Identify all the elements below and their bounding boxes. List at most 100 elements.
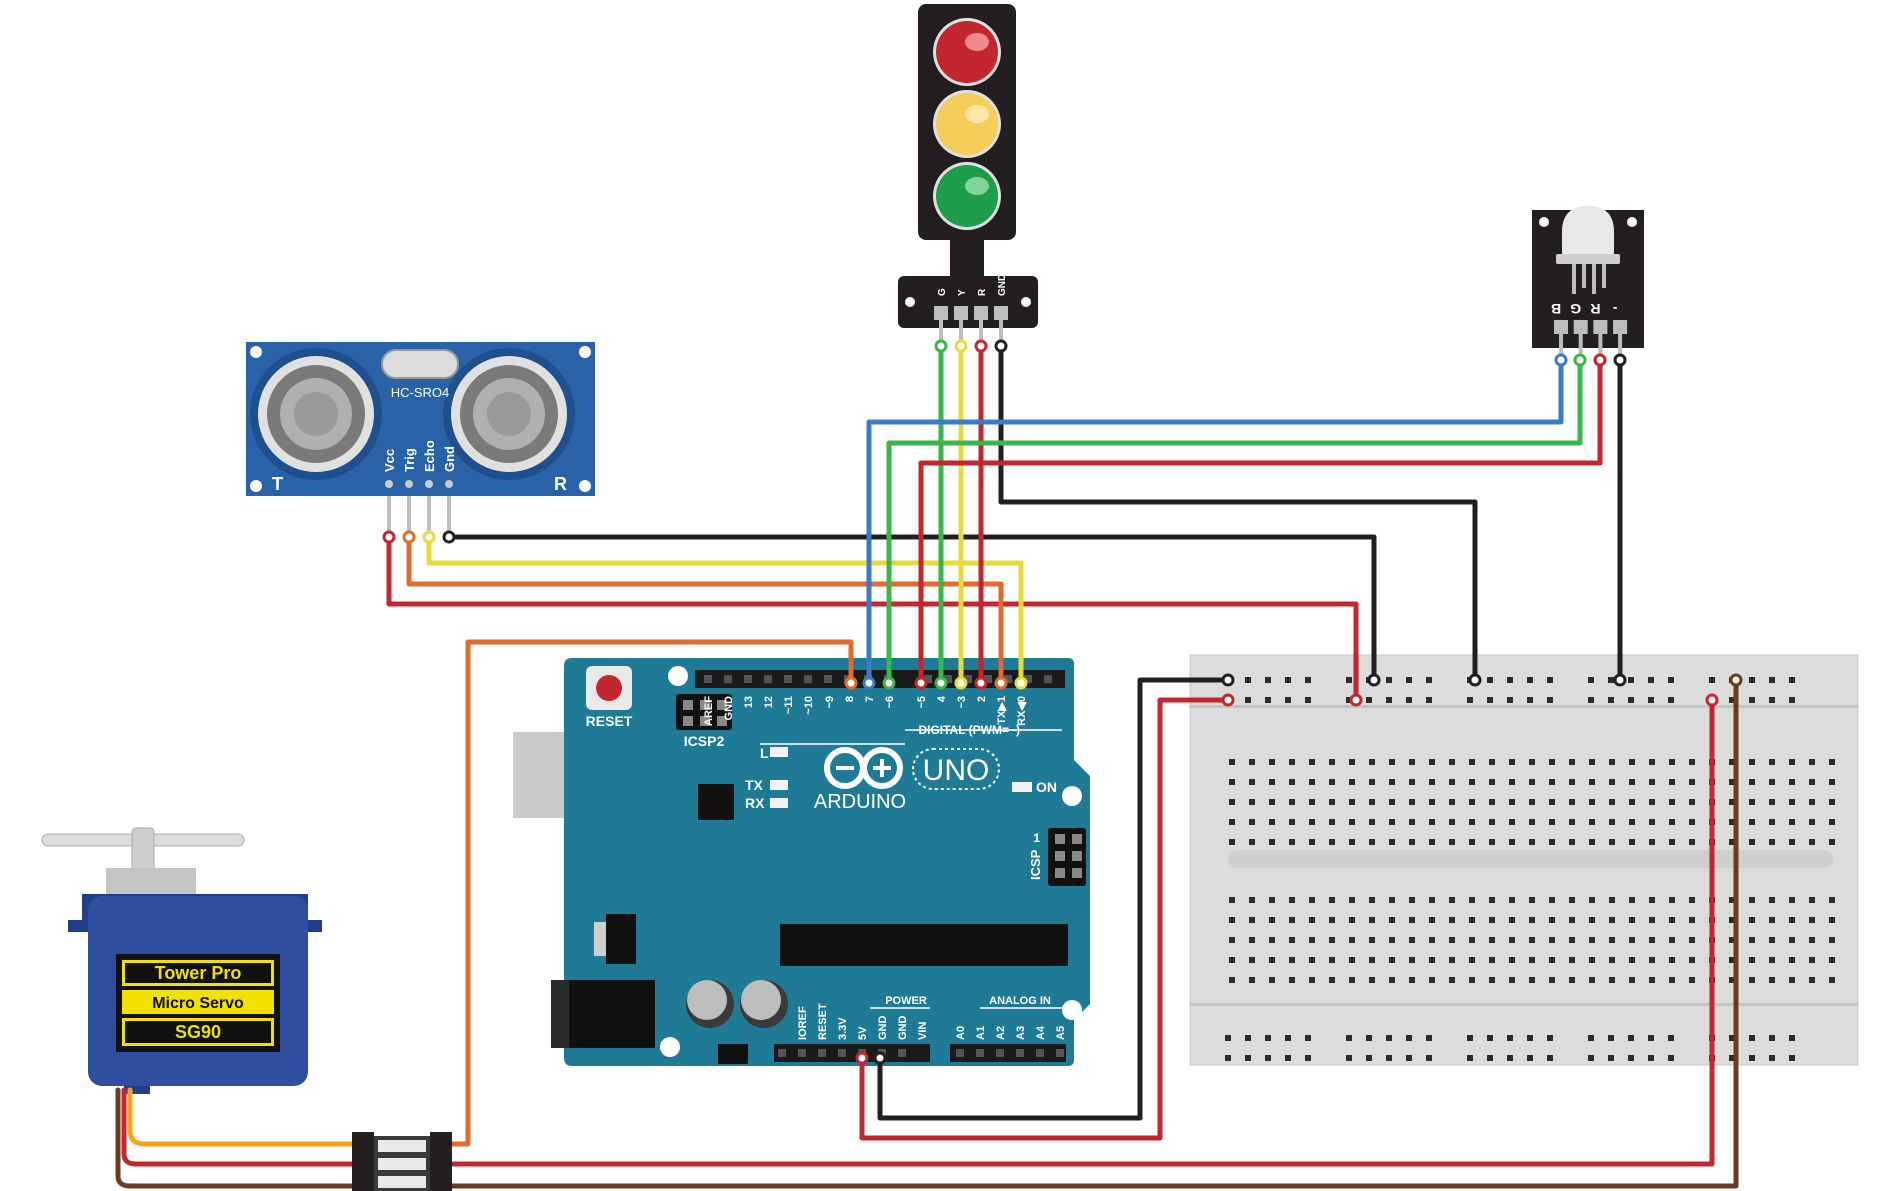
breadboard-hole[interactable]: [1527, 1035, 1533, 1041]
sensor-pin-hole[interactable]: [405, 480, 413, 488]
breadboard-hole[interactable]: [1608, 697, 1614, 703]
breadboard-hole[interactable]: [1289, 977, 1295, 983]
breadboard-hole[interactable]: [1669, 957, 1675, 963]
breadboard-hole[interactable]: [1429, 917, 1435, 923]
breadboard-hole[interactable]: [1346, 677, 1352, 683]
breadboard-hole[interactable]: [1509, 957, 1515, 963]
breadboard-hole[interactable]: [1809, 977, 1815, 983]
traffic-light-pin-pad[interactable]: [994, 306, 1008, 320]
breadboard-hole[interactable]: [1467, 697, 1473, 703]
breadboard-hole[interactable]: [1469, 937, 1475, 943]
breadboard-hole[interactable]: [1389, 897, 1395, 903]
breadboard-hole[interactable]: [1369, 799, 1375, 805]
breadboard-hole[interactable]: [1527, 1055, 1533, 1061]
breadboard-hole[interactable]: [1449, 779, 1455, 785]
header-socket[interactable]: [1044, 675, 1052, 683]
breadboard-hole[interactable]: [1329, 839, 1335, 845]
breadboard-hole[interactable]: [1669, 937, 1675, 943]
icsp2-pin[interactable]: [700, 700, 710, 710]
breadboard-hole[interactable]: [1789, 1055, 1795, 1061]
breadboard-hole[interactable]: [1467, 1035, 1473, 1041]
breadboard-hole[interactable]: [1469, 759, 1475, 765]
breadboard-hole[interactable]: [1329, 957, 1335, 963]
breadboard-hole[interactable]: [1229, 957, 1235, 963]
breadboard-hole[interactable]: [1285, 697, 1291, 703]
breadboard-hole[interactable]: [1629, 917, 1635, 923]
breadboard-hole[interactable]: [1349, 977, 1355, 983]
breadboard-hole[interactable]: [1769, 957, 1775, 963]
breadboard-hole[interactable]: [1809, 957, 1815, 963]
header-socket[interactable]: [898, 1049, 906, 1057]
breadboard-hole[interactable]: [1409, 977, 1415, 983]
breadboard-hole[interactable]: [1527, 677, 1533, 683]
breadboard-hole[interactable]: [1449, 957, 1455, 963]
breadboard-hole[interactable]: [1469, 897, 1475, 903]
breadboard-hole[interactable]: [1429, 799, 1435, 805]
breadboard-hole[interactable]: [1789, 977, 1795, 983]
breadboard-hole[interactable]: [1589, 977, 1595, 983]
breadboard-hole[interactable]: [1469, 799, 1475, 805]
breadboard-hole[interactable]: [1628, 1055, 1634, 1061]
breadboard-hole[interactable]: [1406, 677, 1412, 683]
breadboard-hole[interactable]: [1487, 1055, 1493, 1061]
icsp-pin[interactable]: [1072, 868, 1082, 878]
breadboard-hole[interactable]: [1789, 957, 1795, 963]
breadboard-hole[interactable]: [1608, 677, 1614, 683]
breadboard-hole[interactable]: [1669, 779, 1675, 785]
breadboard-hole[interactable]: [1769, 1035, 1775, 1041]
breadboard-hole[interactable]: [1609, 759, 1615, 765]
breadboard-hole[interactable]: [1769, 1055, 1775, 1061]
breadboard-hole[interactable]: [1609, 839, 1615, 845]
breadboard-hole[interactable]: [1249, 799, 1255, 805]
breadboard-hole[interactable]: [1769, 697, 1775, 703]
breadboard-hole[interactable]: [1369, 897, 1375, 903]
breadboard-hole[interactable]: [1349, 799, 1355, 805]
breadboard-hole[interactable]: [1369, 839, 1375, 845]
breadboard-hole[interactable]: [1487, 697, 1493, 703]
breadboard-hole[interactable]: [1269, 819, 1275, 825]
breadboard-hole[interactable]: [1225, 1055, 1231, 1061]
icsp2-pin[interactable]: [700, 716, 710, 726]
breadboard-hole[interactable]: [1449, 977, 1455, 983]
breadboard-hole[interactable]: [1549, 957, 1555, 963]
breadboard-hole[interactable]: [1449, 937, 1455, 943]
breadboard-hole[interactable]: [1389, 839, 1395, 845]
breadboard-hole[interactable]: [1529, 799, 1535, 805]
breadboard-hole[interactable]: [1629, 819, 1635, 825]
rgb-pin-pad[interactable]: [1554, 320, 1568, 334]
breadboard-hole[interactable]: [1249, 957, 1255, 963]
breadboard-hole[interactable]: [1289, 779, 1295, 785]
breadboard-hole[interactable]: [1369, 917, 1375, 923]
breadboard-hole[interactable]: [1668, 1055, 1674, 1061]
breadboard-hole[interactable]: [1289, 759, 1295, 765]
breadboard-hole[interactable]: [1349, 819, 1355, 825]
breadboard-hole[interactable]: [1829, 977, 1835, 983]
breadboard-hole[interactable]: [1349, 917, 1355, 923]
breadboard-hole[interactable]: [1229, 779, 1235, 785]
breadboard-hole[interactable]: [1329, 937, 1335, 943]
breadboard-hole[interactable]: [1689, 819, 1695, 825]
breadboard-hole[interactable]: [1629, 957, 1635, 963]
breadboard-hole[interactable]: [1729, 697, 1735, 703]
reset-button[interactable]: [586, 666, 632, 710]
breadboard-hole[interactable]: [1769, 839, 1775, 845]
breadboard-hole[interactable]: [1829, 897, 1835, 903]
breadboard-hole[interactable]: [1609, 917, 1615, 923]
breadboard-hole[interactable]: [1305, 697, 1311, 703]
breadboard-hole[interactable]: [1648, 1035, 1654, 1041]
breadboard-hole[interactable]: [1265, 677, 1271, 683]
breadboard-hole[interactable]: [1769, 897, 1775, 903]
breadboard-hole[interactable]: [1668, 697, 1674, 703]
breadboard-hole[interactable]: [1829, 917, 1835, 923]
breadboard-hole[interactable]: [1789, 697, 1795, 703]
header-socket[interactable]: [924, 675, 932, 683]
breadboard-hole[interactable]: [1366, 697, 1372, 703]
breadboard-hole[interactable]: [1489, 977, 1495, 983]
breadboard-hole[interactable]: [1628, 1035, 1634, 1041]
breadboard-hole[interactable]: [1569, 819, 1575, 825]
breadboard-hole[interactable]: [1487, 677, 1493, 683]
icsp-pin[interactable]: [1072, 834, 1082, 844]
breadboard-hole[interactable]: [1669, 839, 1675, 845]
breadboard-hole[interactable]: [1689, 937, 1695, 943]
breadboard-hole[interactable]: [1609, 977, 1615, 983]
